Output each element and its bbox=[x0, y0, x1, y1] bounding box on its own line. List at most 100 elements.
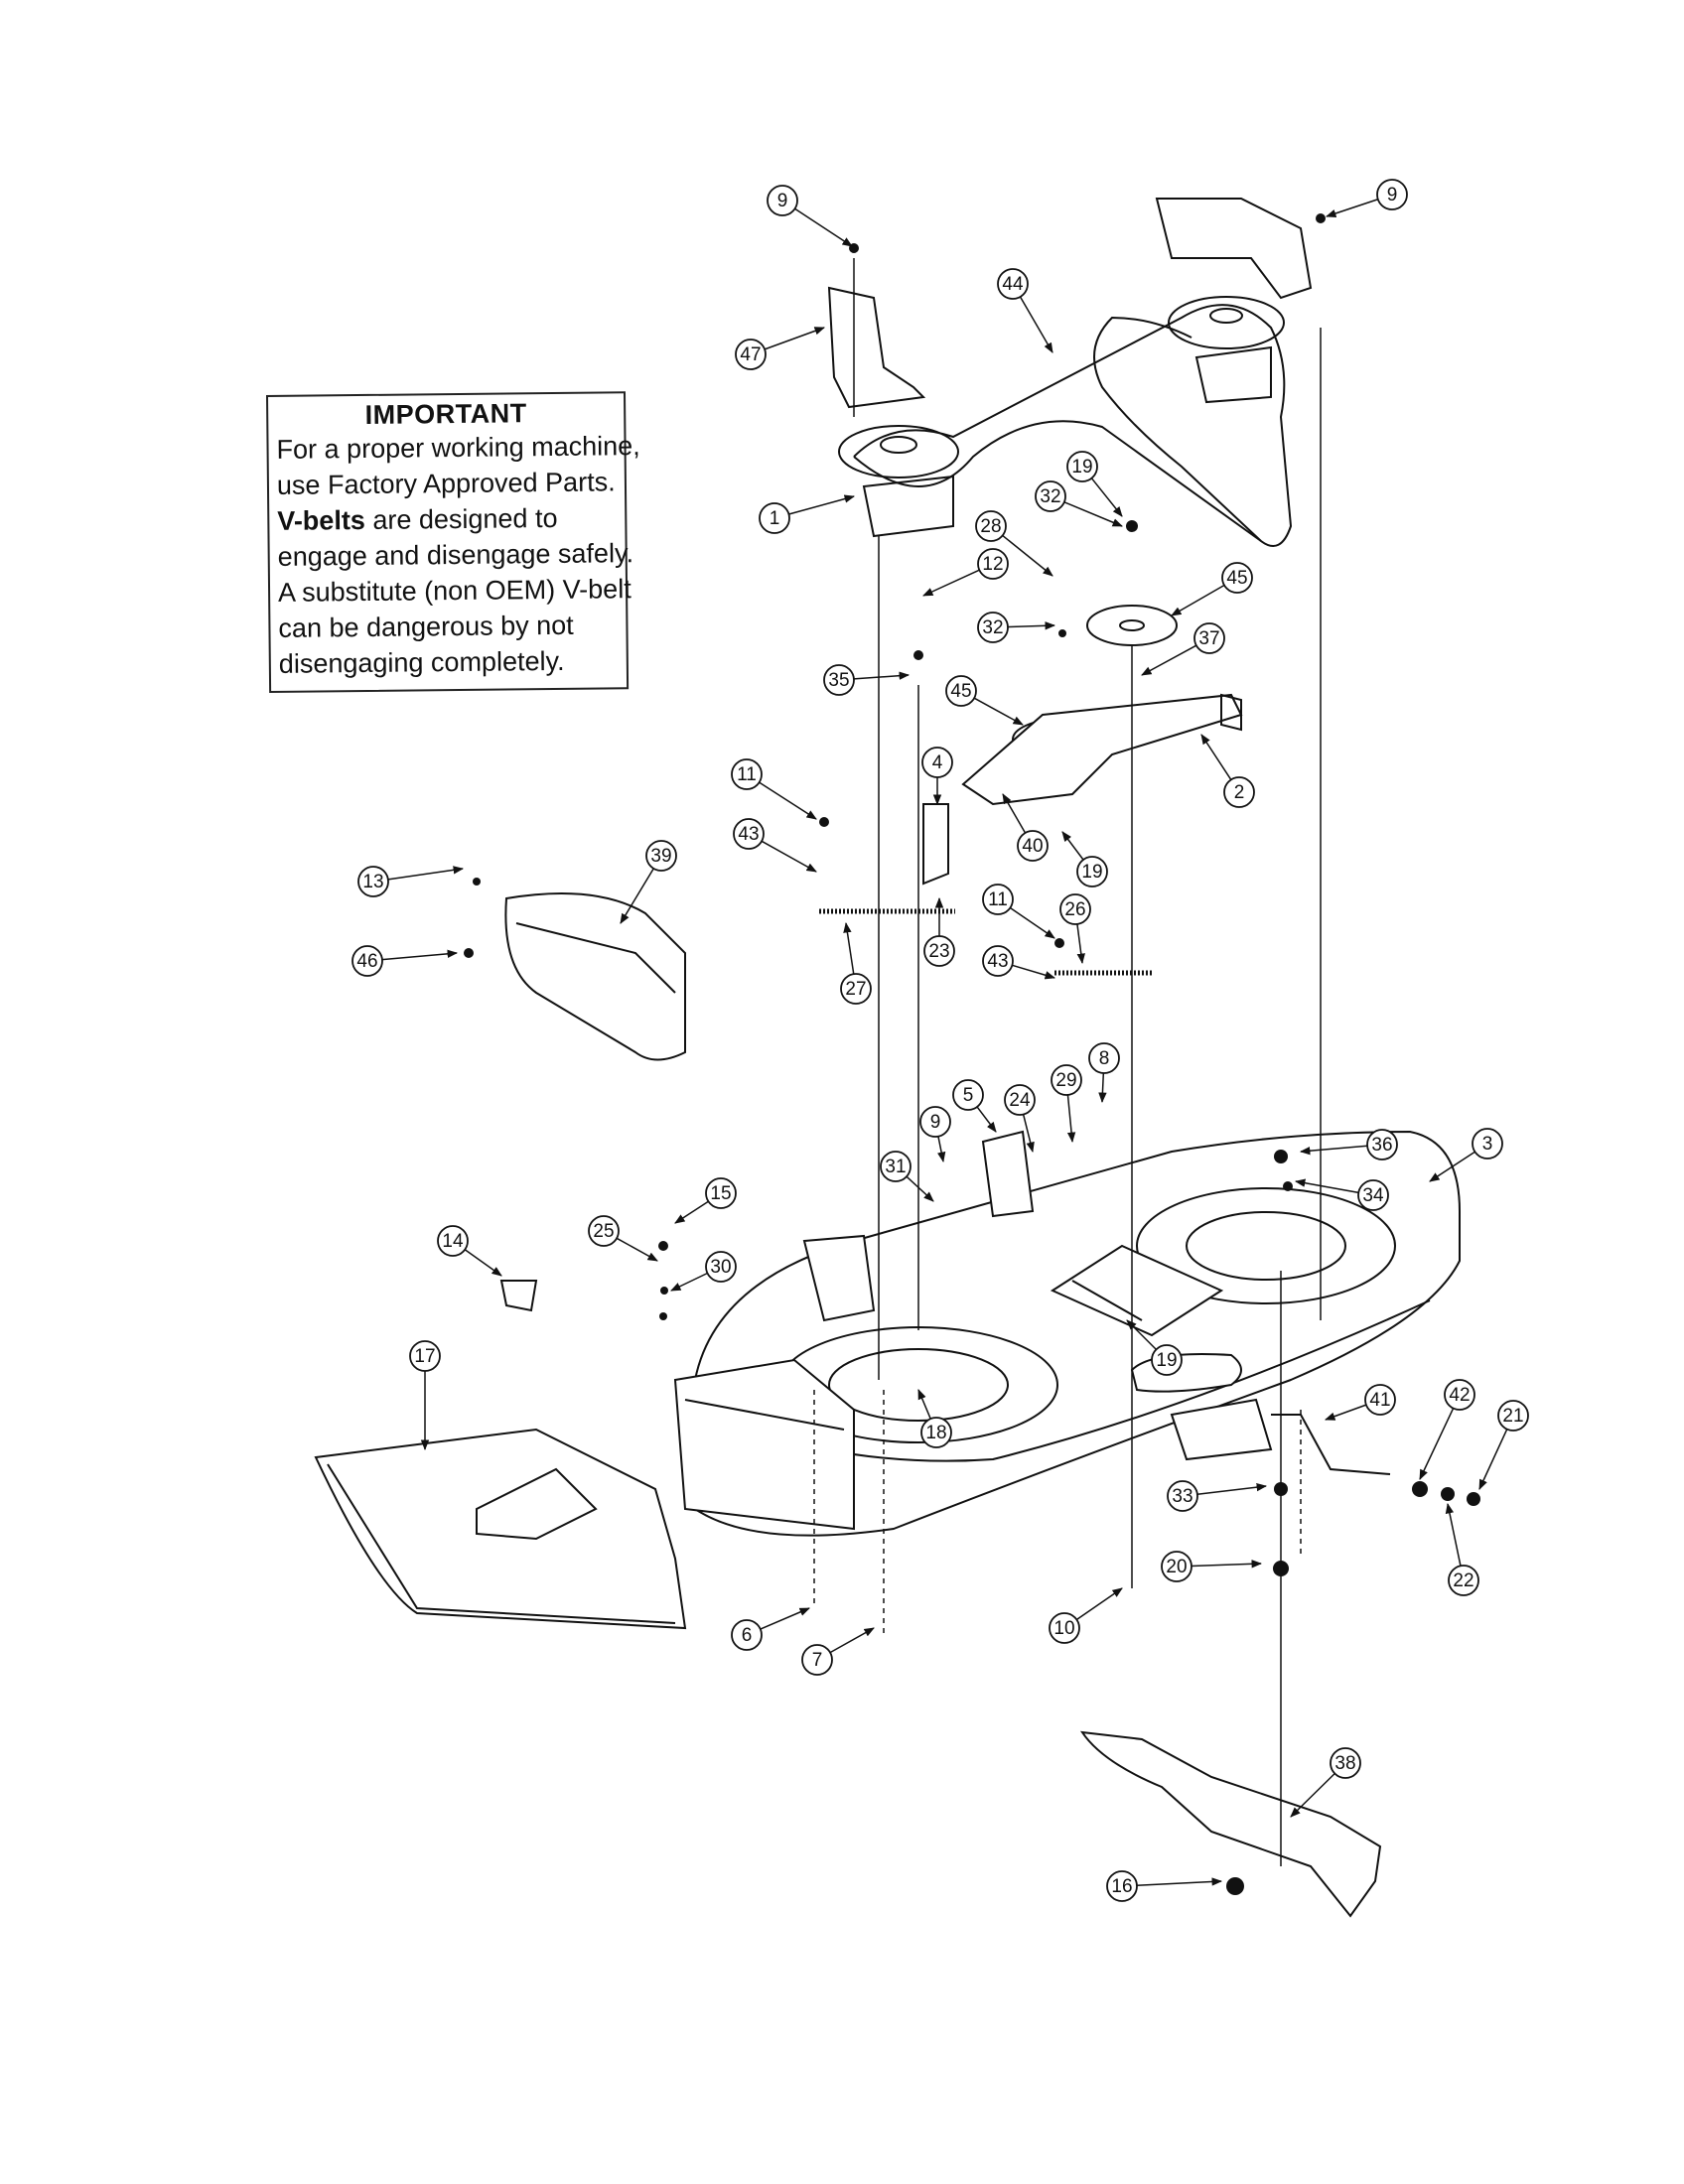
callout-number: 38 bbox=[1334, 1753, 1355, 1774]
callout-leader-line bbox=[759, 781, 817, 820]
callout-35: 35 bbox=[823, 664, 911, 696]
callout-38: 38 bbox=[1290, 1747, 1361, 1818]
notice-line: V-belts are designed to bbox=[277, 499, 617, 539]
callout-leader-line bbox=[1075, 1587, 1123, 1621]
callout-27: 27 bbox=[840, 921, 872, 1005]
callout-6: 6 bbox=[731, 1607, 810, 1651]
callout-leader-line bbox=[674, 1200, 709, 1224]
callout-circle bbox=[767, 185, 798, 216]
callout-circle bbox=[1151, 1344, 1183, 1376]
callout-leader-line bbox=[670, 1272, 708, 1292]
callout-circle bbox=[1066, 451, 1098, 482]
callout-9: 9 bbox=[919, 1106, 951, 1163]
callout-4: 4 bbox=[921, 747, 953, 806]
callout-leader-line bbox=[761, 840, 817, 873]
callout-circle bbox=[1017, 830, 1049, 862]
springs bbox=[819, 908, 1152, 976]
callout-circle bbox=[437, 1225, 469, 1257]
callout-30: 30 bbox=[670, 1251, 737, 1292]
callout-25: 25 bbox=[588, 1215, 658, 1262]
callout-number: 31 bbox=[885, 1157, 906, 1177]
notice-line-rest: are designed to bbox=[364, 502, 558, 535]
notice-vbelts-term: V-belts bbox=[277, 504, 366, 536]
callout-circle bbox=[588, 1215, 620, 1247]
callout-leader-line bbox=[937, 1136, 946, 1163]
callout-circle bbox=[920, 1417, 952, 1448]
callout-41: 41 bbox=[1325, 1384, 1396, 1421]
callout-number: 24 bbox=[1009, 1090, 1031, 1111]
callout-circle bbox=[945, 675, 977, 707]
callout-number: 20 bbox=[1166, 1557, 1187, 1577]
hardware-marks bbox=[464, 213, 1480, 1895]
callout-17: 17 bbox=[409, 1340, 441, 1451]
callout-37: 37 bbox=[1141, 622, 1225, 676]
callout-number: 28 bbox=[980, 516, 1001, 537]
callout-number: 26 bbox=[1064, 899, 1085, 920]
callout-number: 43 bbox=[987, 951, 1008, 972]
notice-line: can be dangerous by not bbox=[278, 610, 574, 643]
notice-line: engage and disengage safely. bbox=[277, 538, 634, 572]
callout-34: 34 bbox=[1294, 1178, 1389, 1211]
callout-leader-line bbox=[1066, 1094, 1076, 1144]
callout-circle bbox=[1221, 562, 1253, 594]
callout-circle bbox=[645, 840, 677, 872]
callout-45: 45 bbox=[1171, 562, 1253, 616]
callout-1: 1 bbox=[759, 494, 856, 534]
callout-leader-line bbox=[616, 1237, 658, 1262]
callout-leader-line bbox=[620, 868, 654, 924]
callout-number: 7 bbox=[812, 1650, 823, 1671]
callout-circle bbox=[705, 1177, 737, 1209]
callout-circle bbox=[952, 1079, 984, 1111]
deflector-shield bbox=[314, 1428, 687, 1630]
callout-43: 43 bbox=[733, 818, 817, 873]
callout-leader-line bbox=[1002, 534, 1053, 577]
callout-number: 19 bbox=[1081, 862, 1102, 883]
callout-33: 33 bbox=[1167, 1480, 1268, 1512]
callout-21: 21 bbox=[1478, 1400, 1529, 1490]
belt-guards bbox=[827, 198, 1313, 409]
callout-7: 7 bbox=[801, 1627, 875, 1676]
callout-number: 9 bbox=[777, 191, 788, 211]
callout-13: 13 bbox=[357, 866, 465, 897]
callout-number: 11 bbox=[737, 764, 757, 785]
callout-leader-line bbox=[1136, 1877, 1223, 1887]
callout-leader-line bbox=[1171, 584, 1225, 616]
callout-number: 35 bbox=[828, 670, 849, 691]
callout-number: 40 bbox=[1022, 836, 1043, 857]
callout-number: 27 bbox=[845, 979, 866, 1000]
callout-number: 1 bbox=[770, 508, 780, 529]
callout-number: 15 bbox=[710, 1183, 731, 1204]
callout-39: 39 bbox=[620, 840, 677, 924]
callout-circle bbox=[1364, 1384, 1396, 1416]
callout-leader-line bbox=[788, 494, 856, 515]
mower-blade bbox=[1079, 1730, 1382, 1918]
callout-number: 12 bbox=[982, 554, 1003, 575]
callout-number: 32 bbox=[1040, 486, 1060, 507]
callout-leader-line bbox=[843, 921, 855, 975]
callout-number: 14 bbox=[442, 1231, 464, 1252]
callout-11: 11 bbox=[731, 758, 817, 820]
notice-line: A substitute (non OEM) V-belt bbox=[277, 574, 632, 608]
callout-circle bbox=[735, 339, 767, 370]
callout-31: 31 bbox=[880, 1151, 934, 1202]
callout-leader-line bbox=[1012, 964, 1056, 980]
callout-circle bbox=[1223, 776, 1255, 808]
callout-number: 22 bbox=[1453, 1570, 1474, 1591]
callout-19: 19 bbox=[1126, 1319, 1183, 1376]
callout-number: 21 bbox=[1502, 1406, 1523, 1427]
callout-number: 19 bbox=[1156, 1350, 1177, 1371]
callout-3: 3 bbox=[1429, 1128, 1503, 1182]
belt-cover bbox=[504, 892, 686, 1061]
callout-number: 17 bbox=[414, 1346, 435, 1367]
callout-circle bbox=[1035, 480, 1066, 512]
callout-leader-line bbox=[1299, 1145, 1368, 1156]
callout-circle bbox=[1357, 1179, 1389, 1211]
callout-number: 46 bbox=[356, 951, 377, 972]
callout-number: 30 bbox=[710, 1257, 731, 1278]
callout-leader-line bbox=[1200, 734, 1232, 780]
mower-deck-housing bbox=[694, 1130, 1461, 1537]
callout-circle bbox=[801, 1644, 833, 1676]
important-notice-box: IMPORTANT For a proper working machine, … bbox=[266, 391, 640, 693]
callout-circle bbox=[1444, 1379, 1475, 1411]
